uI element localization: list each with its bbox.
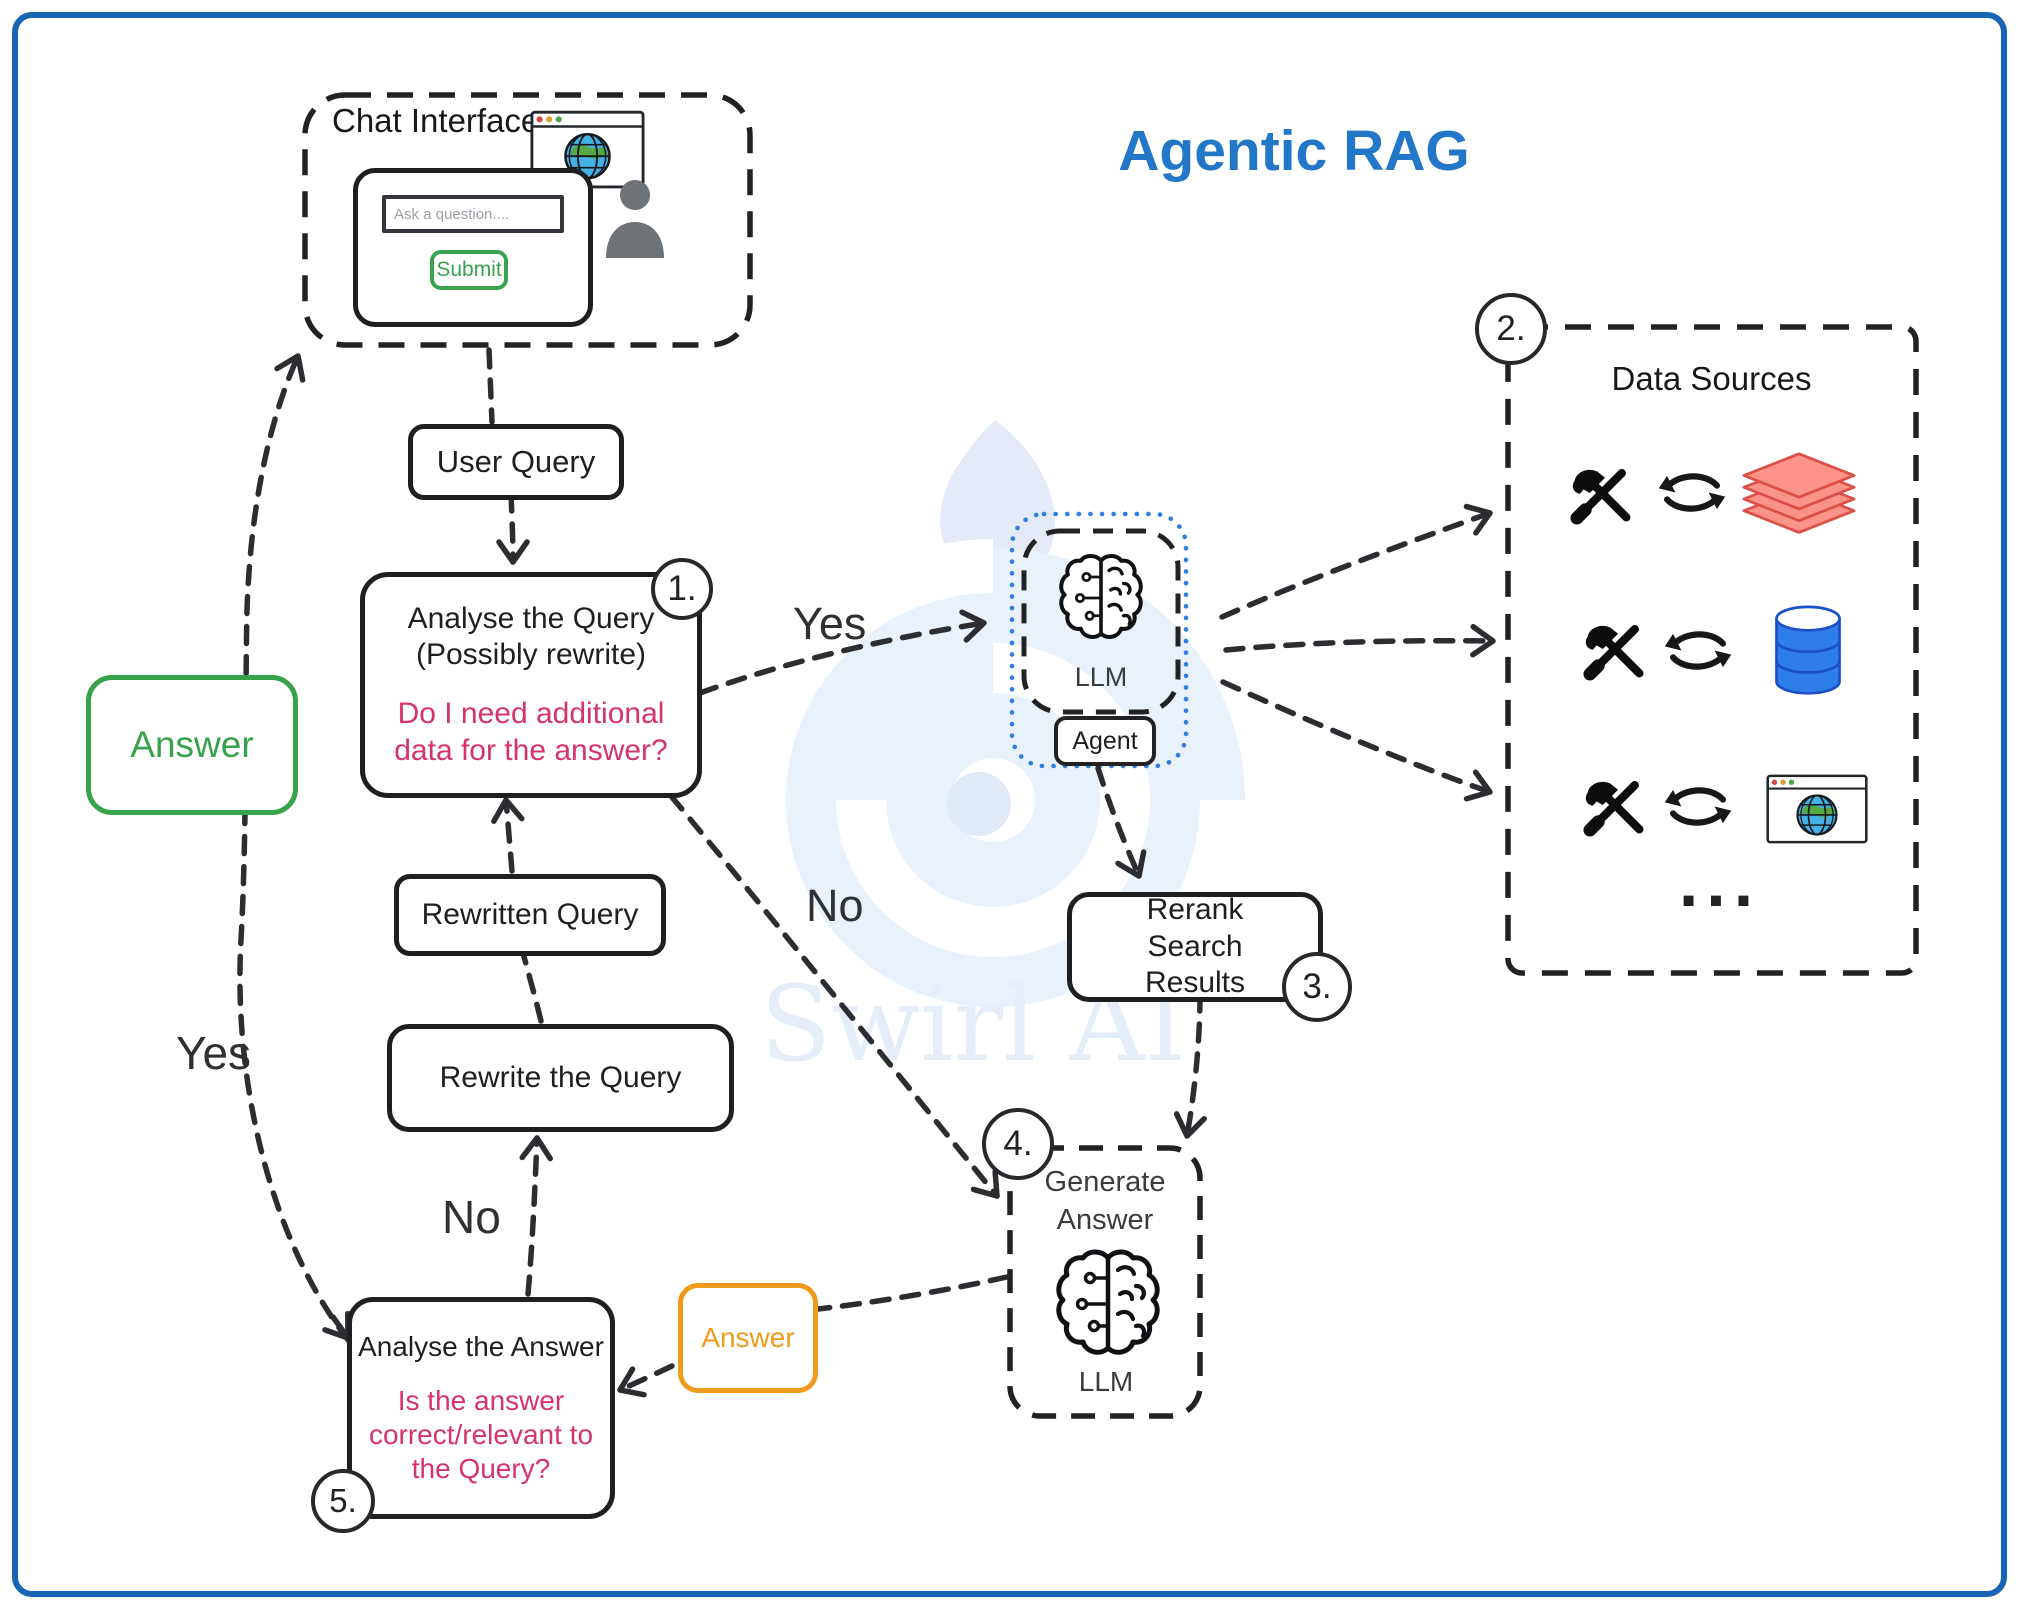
edge-analyse-to-agent-yes — [697, 609, 987, 696]
edge-agent-to-source-2 — [1223, 623, 1496, 658]
rewritten-query-label: Rewritten Query — [421, 897, 639, 931]
analyse-answer-node: Analyse the Answer Is the answer correct… — [347, 1297, 615, 1519]
edge-analyseanswer-to-chat-yes — [237, 353, 352, 1344]
analyse-answer-question: Is the answer correct/relevant to the Qu… — [368, 1384, 594, 1485]
edge-label-no-generate: No — [806, 880, 864, 931]
page-title: Agentic RAG — [1118, 119, 1470, 183]
analyse-query-node: Analyse the Query (Possibly rewrite) Do … — [360, 572, 702, 798]
edge-analyse-to-generate-no — [668, 793, 1000, 1199]
tools-icon — [1576, 614, 1654, 690]
llm-brain-icon — [1059, 552, 1143, 644]
step-badge-2: 2. — [1475, 293, 1547, 365]
edge-agent-to-source-1 — [1219, 503, 1493, 620]
sync-arrows-icon — [1662, 784, 1734, 829]
analyse-query-title: Analyse the Query — [407, 601, 655, 635]
user-icon — [606, 180, 664, 258]
analyse-answer-title: Analyse the Answer — [358, 1330, 604, 1362]
step-badge-3: 3. — [1282, 952, 1352, 1022]
edge-agent-to-source-3 — [1220, 679, 1493, 802]
browser-window-icon — [1766, 774, 1868, 844]
agent-llm-container — [1021, 528, 1181, 715]
droplet-logo — [940, 420, 1055, 581]
agent-pill: Agent — [1054, 716, 1156, 766]
analyse-query-subtitle: (Possibly rewrite) — [415, 638, 647, 672]
step-badge-1: 1. — [651, 558, 713, 620]
sync-arrows-icon — [1662, 628, 1734, 673]
chat-interface-label: Chat Interface — [332, 102, 540, 139]
llm-brain-icon — [1056, 1248, 1160, 1360]
data-sources-title: Data Sources — [1611, 360, 1812, 397]
step-badge-4: 4. — [982, 1108, 1054, 1180]
edge-yes-loop-arrowhead — [322, 1310, 351, 1341]
agent-label: Agent — [1072, 726, 1138, 755]
page-border — [12, 12, 2007, 1597]
rerank-label: Rerank Search Results — [1144, 893, 1246, 1000]
edge-label-yes-chat: Yes — [176, 1027, 252, 1079]
chat-interface-container — [302, 92, 753, 348]
user-query-label: User Query — [436, 444, 596, 480]
chat-card: Submit — [353, 168, 593, 327]
tools-icon — [1563, 458, 1641, 534]
user-query-node: User Query — [408, 424, 624, 500]
agent-llm-label: LLM — [1074, 662, 1128, 692]
rewritten-query-node: Rewritten Query — [394, 874, 666, 956]
edge-label-no-rewrite: No — [442, 1191, 501, 1243]
tools-icon — [1576, 770, 1654, 846]
rewrite-query-label: Rewrite the Query — [439, 1060, 682, 1094]
analyse-query-question: Do I need additional data for the answer… — [394, 697, 668, 767]
rewrite-query-node: Rewrite the Query — [387, 1024, 734, 1132]
final-answer-label: Answer — [130, 724, 254, 766]
edge-userquery-to-analyse — [496, 491, 530, 565]
edge-chat-to-userquery — [486, 347, 495, 425]
edge-rewritten-to-analyse — [491, 797, 525, 874]
edge-label-yes-agent: Yes — [793, 598, 867, 649]
submit-button[interactable]: Submit — [430, 250, 508, 290]
edge-generate-to-answer — [815, 1274, 1010, 1312]
data-sources-container — [1505, 324, 1919, 976]
generate-answer-title: Generate Answer — [1044, 1166, 1166, 1236]
answer-node: Answer — [678, 1283, 818, 1393]
rerank-node: Rerank Search Results — [1067, 892, 1323, 1002]
edge-agent-to-rerank — [1095, 765, 1147, 879]
edge-answer-to-analyseanswer — [617, 1363, 675, 1398]
generate-llm-label: LLM — [1078, 1366, 1134, 1397]
more-sources-ellipsis: ... — [1678, 843, 1762, 921]
step-badge-5: 5. — [311, 1469, 375, 1533]
edge-rerank-to-generate — [1173, 991, 1207, 1139]
generate-answer-container — [1007, 1145, 1203, 1419]
question-input[interactable] — [382, 195, 564, 233]
sync-arrows-icon — [1656, 470, 1728, 515]
layers-stack-icon — [1740, 452, 1858, 546]
answer-label: Answer — [701, 1321, 795, 1353]
edge-analyseanswer-to-rewrite-no — [519, 1135, 553, 1297]
final-answer-node: Answer — [86, 675, 298, 815]
edge-rewrite-to-rewritten — [519, 946, 544, 1024]
database-icon — [1772, 604, 1844, 698]
